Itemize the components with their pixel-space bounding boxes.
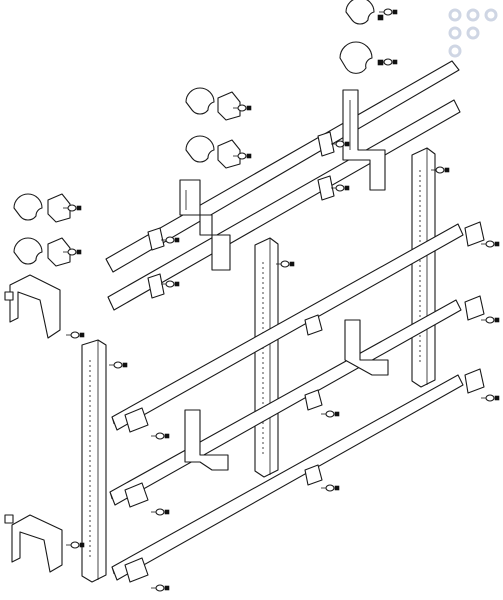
front-busbar-3: [111, 374, 464, 581]
brand-logo-icon: [448, 8, 498, 58]
u-bracket-top: [4, 274, 61, 339]
bolt-cluster: [481, 316, 500, 324]
bolt-cluster: [481, 394, 500, 402]
vertical-rail-right: [411, 147, 436, 388]
bolt-cluster: [276, 260, 295, 268]
bolt-cluster: [331, 184, 350, 192]
bolt-cluster: [379, 8, 398, 16]
clamp-block-front: [124, 221, 485, 583]
bolt-cluster: [431, 166, 450, 174]
bolt-cluster: [233, 104, 252, 112]
bolt-cluster: [63, 204, 82, 212]
lower-bracket-right: [344, 319, 389, 376]
bolt-cluster: [66, 541, 85, 549]
bolt-cluster: [151, 508, 170, 516]
bolt-cluster: [379, 58, 398, 66]
bolt-cluster: [481, 240, 500, 248]
rear-bracket-right: [342, 89, 386, 191]
front-busbar-1: [111, 223, 464, 431]
bolt-cluster: [331, 140, 350, 148]
bolt-cluster: [161, 236, 180, 244]
rear-bracket-center: [179, 179, 231, 271]
bolt-cluster: [151, 584, 170, 592]
bolt-cluster: [151, 432, 170, 440]
round-clamp-set-1: [339, 0, 384, 74]
bolt-cluster: [66, 331, 85, 339]
bolt-cluster: [63, 248, 82, 256]
lower-bracket-center: [184, 409, 229, 471]
clamp-block-rear-1: [147, 227, 165, 299]
vertical-rail-left: [81, 339, 107, 583]
bolt-clusters: [63, 8, 500, 592]
bolt-cluster: [321, 410, 340, 418]
bolt-cluster: [109, 361, 128, 369]
bolt-cluster: [233, 152, 252, 160]
vertical-rail-middle: [254, 237, 279, 478]
rear-busbar-upper: [105, 60, 460, 273]
clamp-block-rear-2: [317, 131, 335, 201]
u-bracket-bottom: [4, 514, 63, 573]
round-clamp-set-3: [13, 193, 71, 267]
bolt-cluster: [321, 484, 340, 492]
round-clamp-set-2: [185, 87, 241, 169]
bolt-cluster: [161, 280, 180, 288]
